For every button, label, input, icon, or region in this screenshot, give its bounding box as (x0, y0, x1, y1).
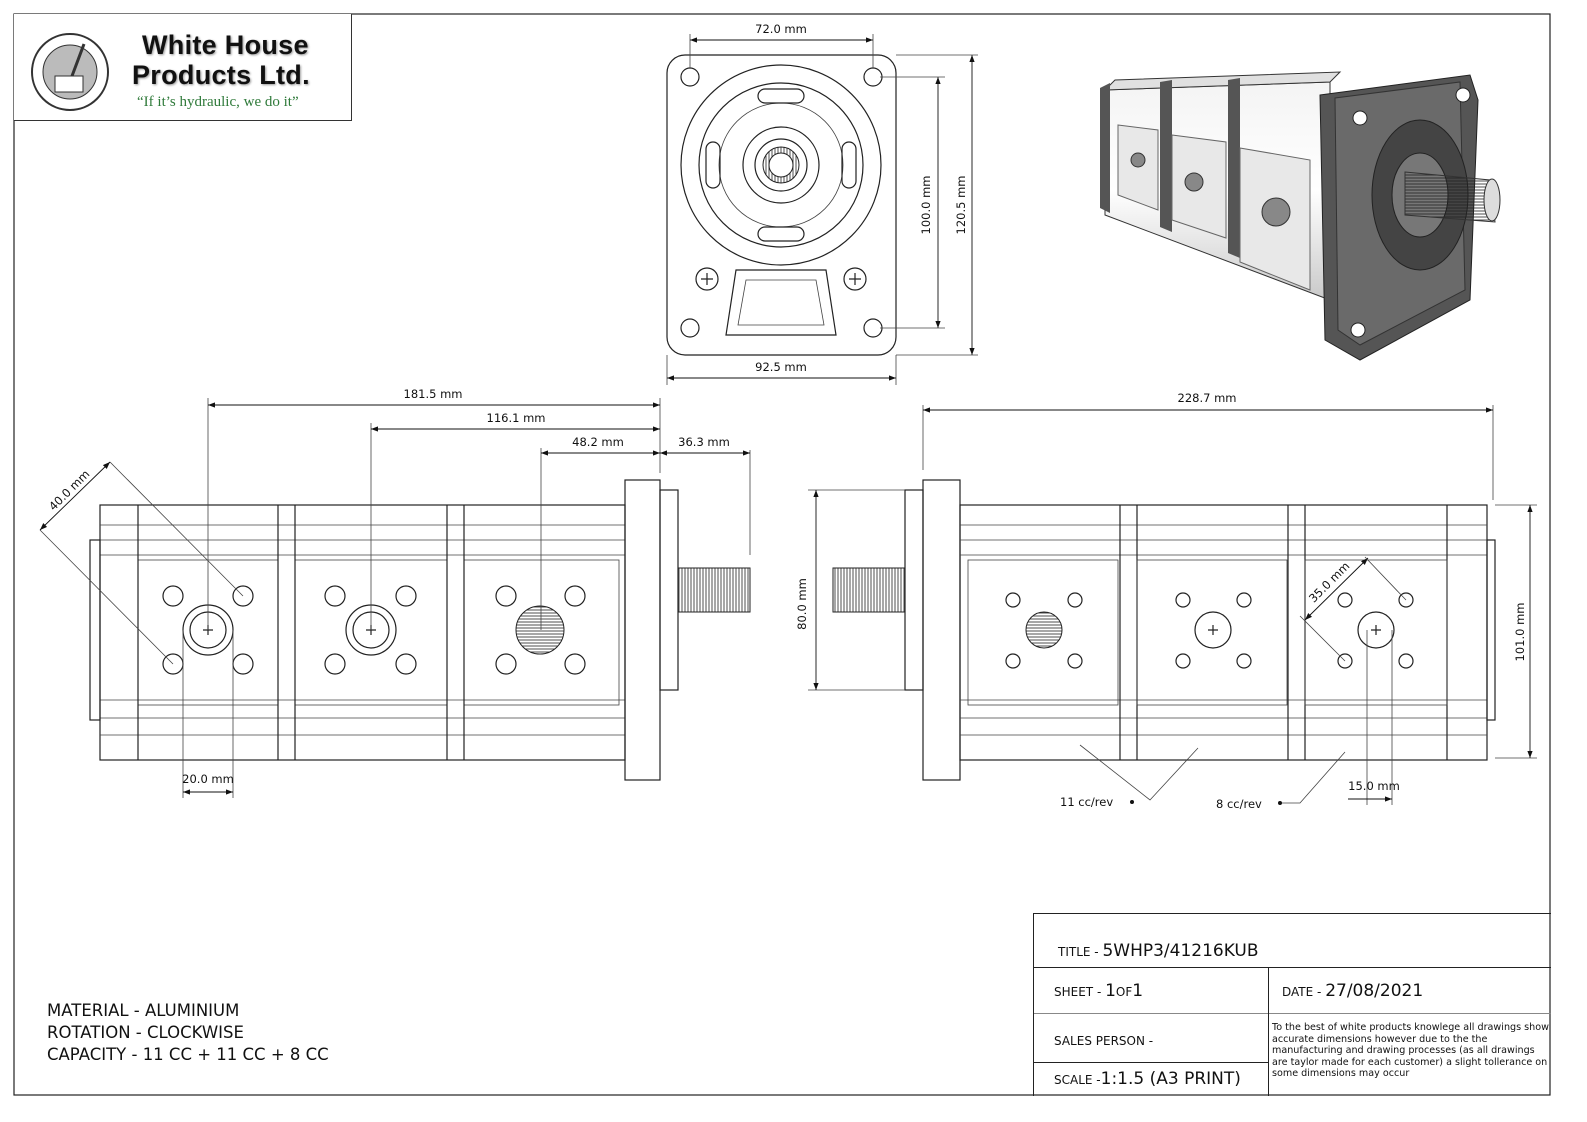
dim-181-5: 181.5 mm (404, 387, 463, 401)
scale-label: SCALE - (1054, 1073, 1101, 1087)
front-view: 72.0 mm 100.0 mm 120.5 mm 92.5 mm (666, 22, 978, 385)
sheet-label: SHEET - (1054, 985, 1106, 999)
title-block: TITLE - 5WHP3/41216KUB SHEET - 1OF1 DATE… (1033, 913, 1551, 1096)
callout-8cc: 8 cc/rev (1216, 797, 1262, 811)
sheet-number: 1 (1105, 981, 1116, 1001)
left-side-view: 181.5 mm 116.1 mm 48.2 mm 36.3 mm 40.0 m… (39, 387, 751, 798)
scale-value: 1:1.5 (A3 PRINT) (1100, 1069, 1241, 1089)
dim-80: 80.0 mm (795, 578, 809, 630)
dim-40: 40.0 mm (46, 467, 92, 513)
date-value: 27/08/2021 (1325, 981, 1424, 1001)
drawing-title: 5WHP3/41216KUB (1102, 941, 1259, 961)
disclaimer-text: To the best of white products knowlege a… (1272, 1022, 1549, 1079)
dim-116-1: 116.1 mm (487, 411, 546, 425)
company-tagline: “If it’s hydraulic, we do it” (137, 94, 299, 110)
callout-11cc: 11 cc/rev (1060, 795, 1113, 809)
dim-228-7: 228.7 mm (1178, 391, 1237, 405)
company-name-line2: Products Ltd. (132, 60, 310, 90)
dim-36-3: 36.3 mm (678, 435, 730, 449)
drawing-border (13, 13, 1551, 1096)
right-side-view: 228.7 mm 80.0 mm 101.0 mm 35.0 mm 15.0 m… (795, 391, 1537, 811)
pump-3d-view (1100, 71, 1501, 361)
company-logo: White House Products Ltd. “If it’s hydra… (14, 14, 352, 121)
dim-101: 101.0 mm (1513, 603, 1527, 662)
dim-35: 35.0 mm (1306, 559, 1352, 605)
dim-92-5: 92.5 mm (755, 360, 807, 374)
sales-person-label: SALES PERSON - (1054, 1034, 1154, 1048)
title-label: TITLE - (1058, 945, 1103, 959)
sheet-total: 1 (1132, 981, 1144, 1001)
dim-15: 15.0 mm (1348, 779, 1400, 793)
note-capacity: CAPACITY - 11 CC + 11 CC + 8 CC (47, 1045, 329, 1064)
dim-48-2: 48.2 mm (572, 435, 624, 449)
dim-72: 72.0 mm (755, 22, 807, 36)
date-field: DATE - 27/08/2021 (1282, 981, 1423, 1001)
dim-120-5: 120.5 mm (954, 176, 968, 235)
dim-100: 100.0 mm (919, 176, 933, 235)
dim-20: 20.0 mm (182, 772, 234, 786)
sheet-field: SHEET - 1OF1 (1054, 981, 1143, 1001)
note-material: MATERIAL - ALUMINIUM (47, 1001, 240, 1020)
sheet-of: OF (1115, 985, 1133, 999)
logo-seal-icon (31, 33, 109, 111)
material-notes: MATERIAL - ALUMINIUM ROTATION - CLOCKWIS… (47, 1000, 329, 1066)
note-rotation: ROTATION - CLOCKWISE (47, 1023, 244, 1042)
date-label: DATE - (1282, 985, 1326, 999)
title-field: TITLE - 5WHP3/41216KUB (1058, 941, 1259, 961)
company-name-line1: White House (142, 30, 309, 60)
scale-field: SCALE -1:1.5 (A3 PRINT) (1054, 1069, 1241, 1089)
